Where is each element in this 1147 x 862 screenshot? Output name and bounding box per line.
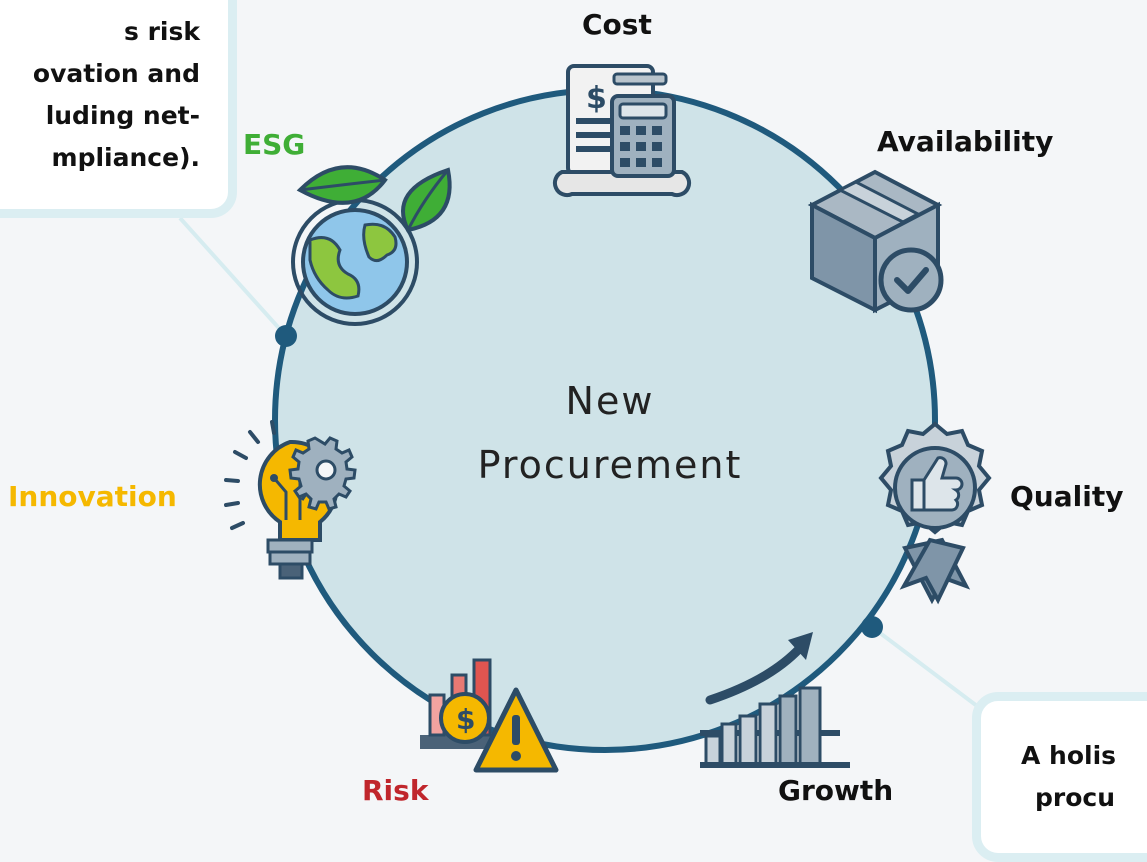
label-risk: Risk [362, 774, 429, 807]
callout-box-esg: s risk ovation and luding net- mpliance)… [0, 0, 237, 218]
callout-line: procu [1035, 783, 1116, 812]
center-title-line2: Procurement [477, 443, 743, 487]
package-check-icon [807, 169, 944, 314]
callout-line: A holis [1021, 741, 1117, 770]
callout-line: mpliance). [51, 143, 200, 172]
connector-line-esg [178, 216, 288, 338]
label-esg: ESG [243, 128, 306, 161]
callout-line: ovation and [32, 59, 200, 88]
center-title-line1: New [565, 379, 655, 423]
label-growth: Growth [778, 774, 894, 807]
label-cost: Cost [582, 8, 652, 41]
connector-dot-esg [275, 325, 297, 347]
procurement-diagram: $ [178, 64, 992, 773]
callout-line: luding net- [45, 101, 200, 130]
invoice-calculator-icon: $ [552, 64, 692, 198]
label-quality: Quality [1010, 480, 1124, 513]
growth-chart-arrow-icon [700, 632, 850, 768]
earth-leaves-icon [291, 165, 452, 326]
connector-line-growth [870, 625, 987, 714]
callout-line: s risk [124, 17, 200, 46]
idea-bulb-gear-icon [224, 420, 357, 580]
connector-dot-growth [861, 616, 883, 638]
svg-text:$: $ [586, 81, 607, 116]
label-availability: Availability [877, 125, 1054, 158]
svg-text:$: $ [456, 703, 475, 736]
quality-badge-thumbs-up-icon [878, 421, 992, 605]
label-innovation: Innovation [8, 480, 177, 513]
callout-box-growth: A holis procu [972, 692, 1147, 862]
risk-warning-chart-icon: $ [420, 658, 559, 773]
